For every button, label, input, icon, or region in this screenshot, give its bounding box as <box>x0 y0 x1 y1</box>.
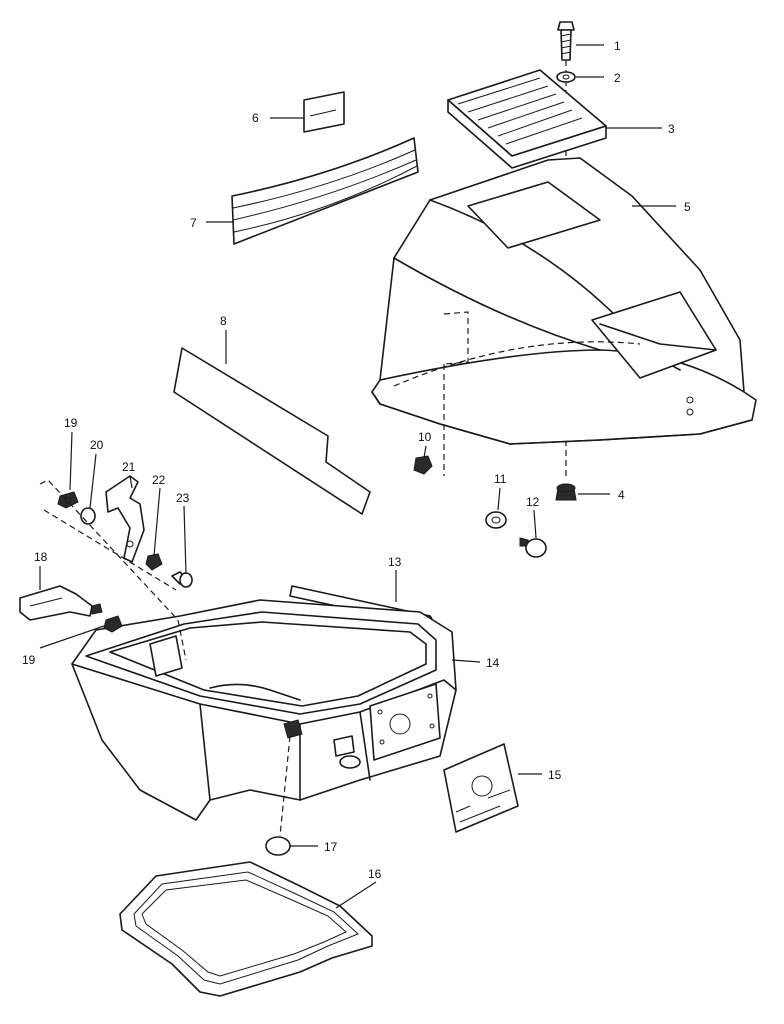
part-19-bolt-upper <box>57 491 79 509</box>
part-18-latch-handle <box>19 585 103 621</box>
callout-3: 3 <box>668 122 675 136</box>
leader-lines <box>39 44 676 909</box>
callout-23: 23 <box>176 491 190 505</box>
part-5-top-cowl <box>371 157 757 476</box>
callout-22: 22 <box>152 473 166 487</box>
part-22-nut <box>145 553 163 571</box>
callout-10: 10 <box>418 430 432 444</box>
part-11-grommet <box>485 511 507 529</box>
part-16-gasket <box>119 861 373 997</box>
part-10-nut <box>413 455 433 475</box>
part-12-plug <box>519 537 547 558</box>
part-14-lower-pan <box>71 599 457 821</box>
callout-2: 2 <box>614 71 621 85</box>
callout-6: 6 <box>252 111 259 125</box>
callout-labels: 1 2 3 4 5 6 7 8 10 11 12 13 14 15 16 17 … <box>22 39 691 881</box>
part-4-cap <box>555 483 577 501</box>
callout-13: 13 <box>388 555 402 569</box>
latch-alignment-lines <box>39 479 187 661</box>
callout-20: 20 <box>90 438 104 452</box>
callout-12: 12 <box>526 495 540 509</box>
callout-18: 18 <box>34 550 48 564</box>
part-8-side-decal <box>173 347 371 515</box>
part-2-washer <box>556 71 576 83</box>
callout-4: 4 <box>618 488 625 502</box>
callout-19-upper: 19 <box>64 416 78 430</box>
callout-14: 14 <box>486 656 500 670</box>
part-20-washer <box>80 507 96 525</box>
callout-21: 21 <box>122 460 136 474</box>
callout-16: 16 <box>368 867 382 881</box>
part-15-plate <box>443 743 519 833</box>
callout-8: 8 <box>220 314 227 328</box>
callout-11: 11 <box>494 472 507 486</box>
callout-17: 17 <box>324 840 338 854</box>
part-3-vent-grille <box>447 69 607 169</box>
callout-15: 15 <box>548 768 562 782</box>
callout-5: 5 <box>684 200 691 214</box>
part-7-stripe-decal <box>231 137 419 245</box>
callout-19-lower: 19 <box>22 653 36 667</box>
part-19-bolt-lower <box>103 615 123 633</box>
part-6-label <box>303 91 345 133</box>
part-21-hook-latch <box>105 475 145 563</box>
part-23-screw <box>171 571 193 588</box>
callout-1: 1 <box>614 39 621 53</box>
callout-7: 7 <box>190 216 197 230</box>
